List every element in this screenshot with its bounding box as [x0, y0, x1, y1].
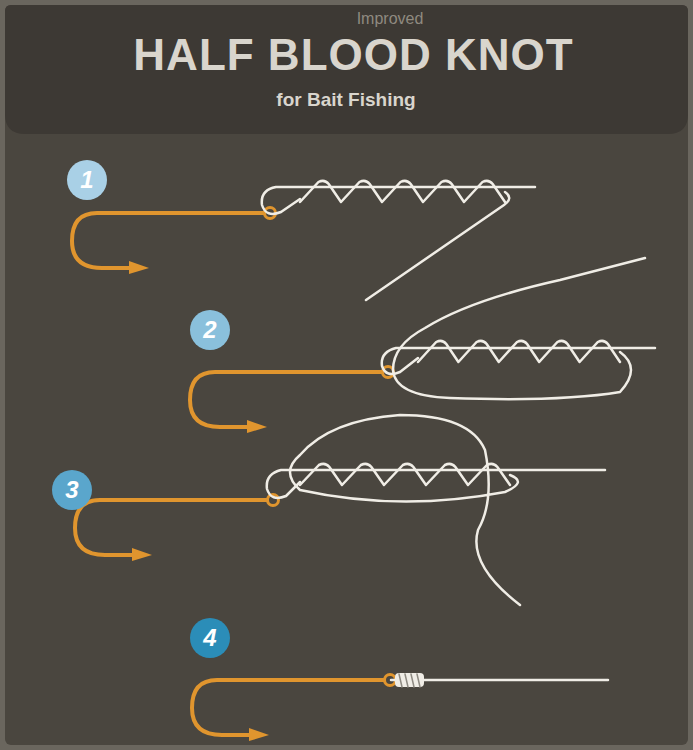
coil-windings [418, 341, 620, 362]
hook [192, 675, 396, 742]
title: HALF BLOOD KNOT [133, 30, 573, 80]
tag-end [366, 192, 509, 300]
step-number: 2 [203, 316, 216, 344]
knot-wraps [399, 674, 420, 687]
coil-windings [300, 464, 510, 485]
coil-windings [300, 181, 505, 202]
step-number-circle: 1 [67, 160, 107, 200]
step-number-circle: 4 [190, 618, 230, 658]
tied-knot [395, 673, 424, 687]
hook [190, 367, 394, 434]
hook [75, 495, 279, 562]
step-number: 3 [65, 476, 78, 504]
background [5, 5, 688, 745]
step-number: 4 [203, 624, 216, 652]
subtitle: for Bait Fishing [276, 89, 415, 111]
step-number: 1 [80, 166, 93, 194]
header-band [5, 5, 688, 134]
hook [72, 208, 276, 275]
subtitle-small: Improved [357, 10, 424, 28]
tag-end [393, 258, 645, 399]
step-number-circle: 2 [190, 310, 230, 350]
step-number-circle: 3 [52, 470, 92, 510]
tag-end [290, 415, 520, 605]
